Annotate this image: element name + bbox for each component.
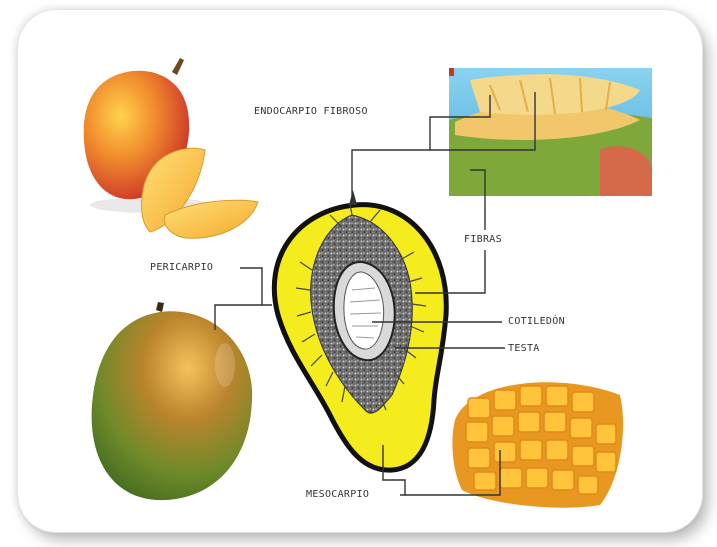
label-fibras: FIBRAS: [464, 234, 502, 245]
leader-pericarpio: [240, 268, 272, 305]
fibrous-endocarp-photo: [449, 68, 652, 196]
label-cotiledon: COTILEDÓN: [508, 316, 565, 327]
leader-pericarpio-mango: [215, 305, 262, 330]
label-mesocarpio: MESOCARPIO: [306, 489, 369, 500]
label-pericarpio: PERICARPIO: [150, 262, 213, 273]
label-testa: TESTA: [508, 343, 540, 354]
mango-cross-section: [274, 190, 446, 470]
label-endocarpio-fibroso: ENDOCARPIO FIBROSO: [254, 106, 368, 117]
mango-whole-photo-top: [84, 58, 258, 238]
mango-cubes-photo: [452, 382, 623, 507]
mango-green-photo: [92, 302, 253, 500]
